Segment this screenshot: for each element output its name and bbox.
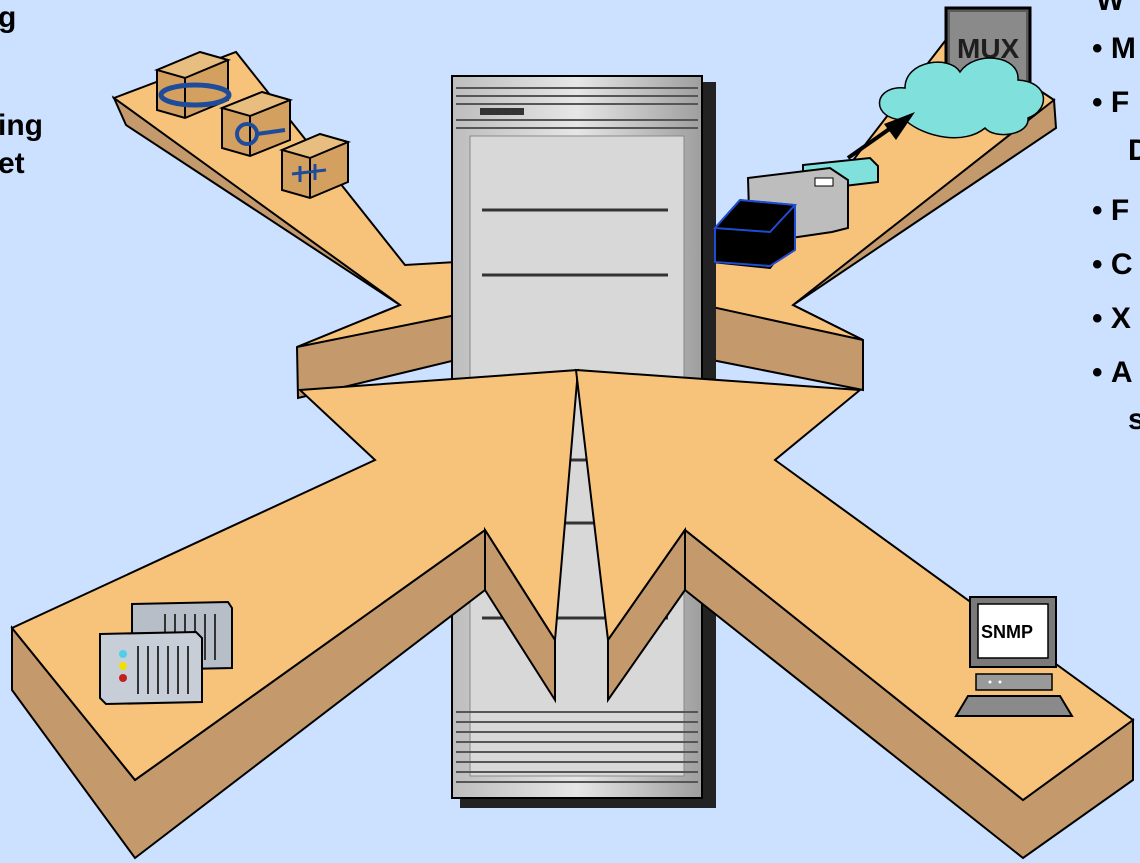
equipment-rack-front-icon (100, 632, 202, 704)
bullet-4: • C (1092, 250, 1133, 280)
bullet-2: • F (1092, 88, 1129, 118)
bullet-6-continuation: s (1128, 405, 1140, 435)
black-box-device-icon (715, 200, 795, 266)
bullet-3: • F (1092, 196, 1129, 226)
bullet-5: • X (1092, 304, 1131, 334)
snmp-workstation-icon: SNMP (956, 597, 1072, 716)
bullet-6: • A (1092, 358, 1133, 388)
snmp-label: SNMP (981, 622, 1033, 642)
bullet-2-continuation: D (1128, 136, 1140, 166)
bullet-1: • M (1092, 34, 1136, 64)
